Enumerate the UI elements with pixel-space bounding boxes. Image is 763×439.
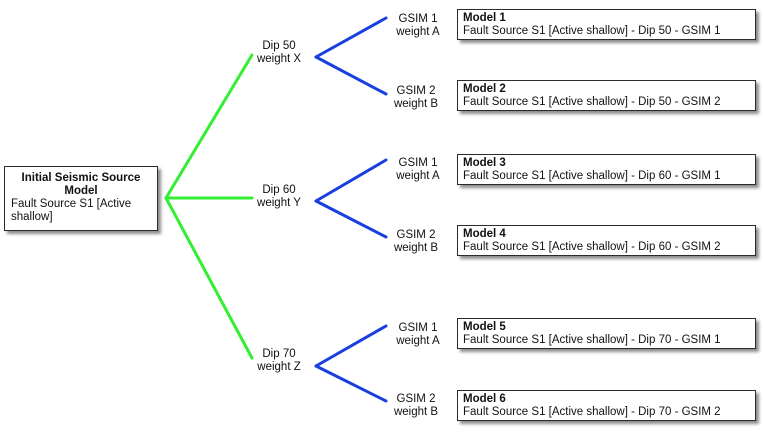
branch-line-gsim-1a bbox=[314, 16, 388, 59]
model-node-title: Model 6 bbox=[463, 393, 506, 405]
model-node-title: Model 2 bbox=[463, 83, 506, 95]
model-node-1: Model 1 Fault Source S1 [Active shallow]… bbox=[457, 9, 756, 40]
dip-node-name: Dip 50 bbox=[262, 40, 296, 52]
gsim-node: GSIM 1 weight A bbox=[383, 13, 453, 39]
model-node-2: Model 2 Fault Source S1 [Active shallow]… bbox=[457, 80, 756, 111]
model-node-title: Model 1 bbox=[463, 12, 506, 24]
gsim-node: GSIM 2 weight B bbox=[381, 85, 451, 111]
branch-line-gsim-1b bbox=[314, 55, 388, 96]
dip-node-weight: weight Z bbox=[257, 361, 301, 373]
model-node-description: Fault Source S1 [Active shallow] - Dip 7… bbox=[463, 334, 721, 346]
branch-line-gsim-3a bbox=[314, 324, 388, 368]
model-node-description: Fault Source S1 [Active shallow] - Dip 5… bbox=[463, 25, 721, 37]
branch-line-dip-50 bbox=[164, 53, 254, 200]
gsim-node-name: GSIM 2 bbox=[396, 229, 436, 241]
gsim-node-weight: weight A bbox=[396, 170, 440, 182]
gsim-node-name: GSIM 2 bbox=[396, 393, 436, 405]
gsim-node: GSIM 1 weight A bbox=[383, 157, 453, 183]
branch-line-dip-70 bbox=[164, 196, 254, 360]
model-node-5: Model 5 Fault Source S1 [Active shallow]… bbox=[457, 318, 756, 349]
model-node-description: Fault Source S1 [Active shallow] - Dip 5… bbox=[463, 96, 721, 108]
gsim-node-name: GSIM 1 bbox=[398, 157, 438, 169]
gsim-node-weight: weight A bbox=[396, 26, 440, 38]
model-node-4: Model 4 Fault Source S1 [Active shallow]… bbox=[457, 225, 756, 256]
dip-node-name: Dip 70 bbox=[262, 348, 296, 360]
model-node-description: Fault Source S1 [Active shallow] - Dip 6… bbox=[463, 241, 721, 253]
root-node-title: Initial Seismic Source Model bbox=[21, 172, 141, 197]
branch-line-gsim-2b bbox=[314, 199, 388, 239]
root-node: Initial Seismic Source Model Fault Sourc… bbox=[4, 166, 158, 231]
dip-node-70: Dip 70 weight Z bbox=[244, 348, 314, 374]
gsim-node: GSIM 2 weight B bbox=[381, 229, 451, 255]
gsim-node-name: GSIM 1 bbox=[398, 13, 438, 25]
branch-line-gsim-2a bbox=[314, 158, 388, 203]
branch-line-gsim-3b bbox=[314, 364, 388, 403]
gsim-node: GSIM 2 weight B bbox=[381, 393, 451, 419]
dip-node-name: Dip 60 bbox=[262, 184, 296, 196]
model-node-description: Fault Source S1 [Active shallow] - Dip 7… bbox=[463, 406, 721, 418]
root-node-description: Fault Source S1 [Active shallow] bbox=[11, 198, 132, 223]
gsim-node-weight: weight B bbox=[393, 242, 439, 254]
model-node-title: Model 4 bbox=[463, 228, 506, 240]
dip-node-60: Dip 60 weight Y bbox=[244, 184, 314, 210]
model-node-description: Fault Source S1 [Active shallow] - Dip 6… bbox=[463, 170, 721, 182]
dip-node-50: Dip 50 weight X bbox=[244, 40, 314, 66]
gsim-node-weight: weight A bbox=[396, 335, 440, 347]
model-node-title: Model 3 bbox=[463, 157, 506, 169]
dip-node-weight: weight Y bbox=[257, 197, 301, 209]
gsim-node: GSIM 1 weight A bbox=[383, 322, 453, 348]
model-node-3: Model 3 Fault Source S1 [Active shallow]… bbox=[457, 154, 756, 185]
gsim-node-name: GSIM 1 bbox=[398, 322, 438, 334]
gsim-node-weight: weight B bbox=[393, 406, 439, 418]
model-node-6: Model 6 Fault Source S1 [Active shallow]… bbox=[457, 390, 756, 421]
dip-node-weight: weight X bbox=[256, 53, 302, 65]
gsim-node-name: GSIM 2 bbox=[396, 85, 436, 97]
gsim-node-weight: weight B bbox=[393, 98, 439, 110]
model-node-title: Model 5 bbox=[463, 321, 506, 333]
